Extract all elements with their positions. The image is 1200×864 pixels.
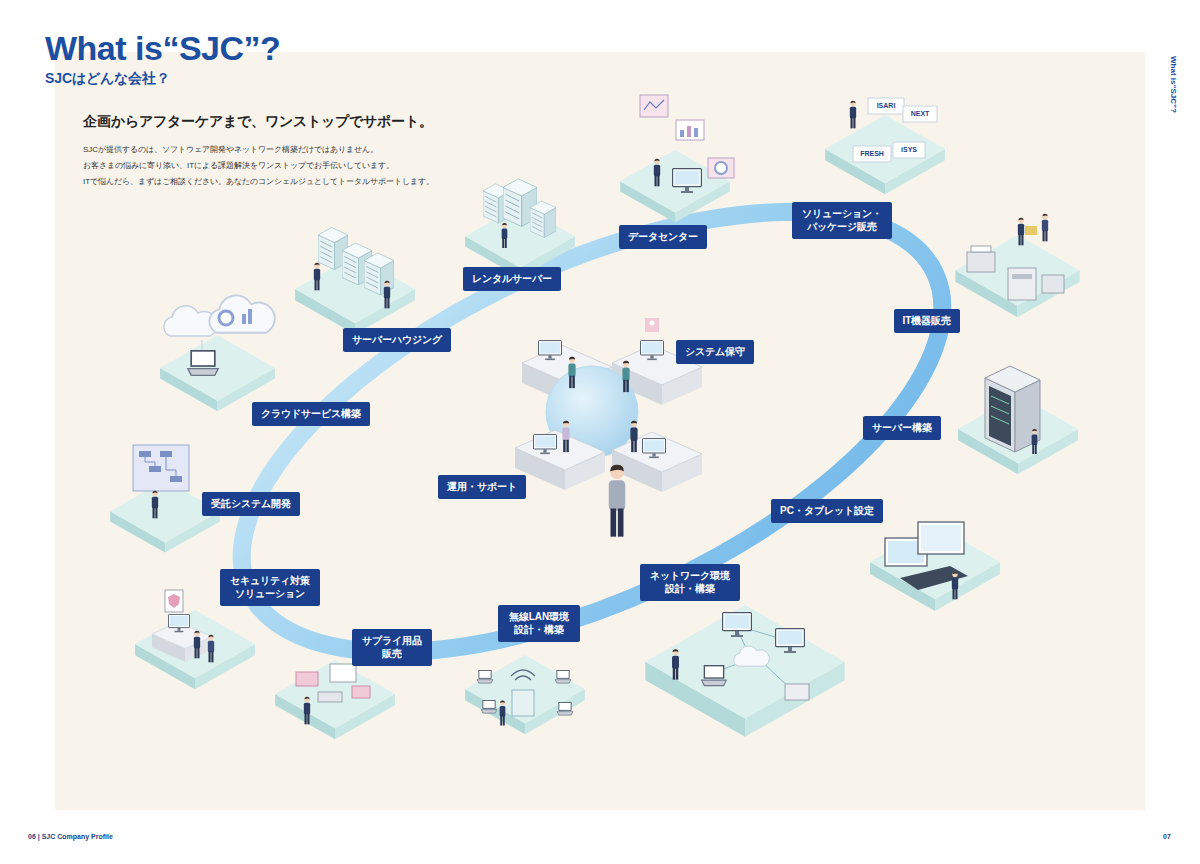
service-label-text: サーバーハウジング: [352, 333, 442, 347]
service-label: サプライ用品 販売: [352, 629, 432, 666]
body-text: お客さまの悩みに寄り添い、ITによる課題解決をワンストップでお手伝いしています。: [83, 161, 394, 171]
body-text: ITで悩んだら、まずはご相談ください。あなたのコンシェルジュとしてトータルサポー…: [83, 177, 434, 187]
service-label-text: ネットワーク環境 設計・構築: [649, 569, 731, 596]
housing-illustration: [295, 228, 415, 335]
service-label-text: クラウドサービス構築: [261, 407, 361, 421]
package-illustration: [825, 98, 945, 194]
service-label-text: 受託システム開発: [211, 497, 291, 511]
service-label-text: サーバー構築: [872, 421, 932, 435]
service-label: IT機器販売: [894, 309, 961, 333]
product-sign: NEXT: [911, 110, 930, 118]
lead-heading: 企画からアフターケアまで、ワンストップでサポート。: [83, 114, 433, 130]
service-label: PC・タブレット設定: [771, 499, 883, 523]
service-label: クラウドサービス構築: [252, 402, 370, 426]
service-label: ソリューション・ パッケージ販売: [792, 202, 892, 239]
service-label: セキュリティ対策 ソリューション: [220, 569, 320, 606]
supply-illustration: [275, 660, 395, 739]
service-label-text: IT機器販売: [903, 314, 952, 328]
product-sign: ISARI: [877, 102, 896, 110]
service-label: サーバーハウジング: [343, 328, 451, 352]
product-sign: FRESH: [860, 150, 884, 158]
body-text: SJCが提供するのは、ソフトウェア開発やネットワーク構築だけではありません。: [83, 145, 378, 155]
office-illustration: [515, 318, 702, 537]
network-illustration: [645, 605, 844, 737]
service-label: システム保守: [676, 340, 754, 364]
it-equipment-illustration: [955, 214, 1079, 318]
subtitle: SJCはどんな会社？: [45, 70, 170, 87]
service-label: レンタルサーバー: [463, 267, 561, 291]
pc-illustration: [870, 522, 1000, 611]
service-label-text: PC・タブレット設定: [780, 504, 874, 518]
service-ring: [178, 121, 1005, 743]
page-number: 07: [1163, 833, 1171, 841]
service-label-text: 運用・サポート: [447, 480, 517, 494]
service-label: 受託システム開発: [202, 492, 300, 516]
server-build-illustration: [958, 366, 1078, 474]
service-label: 運用・サポート: [438, 475, 526, 499]
service-label-text: セキュリティ対策 ソリューション: [229, 574, 311, 601]
analytics-illustration: [620, 95, 734, 223]
service-label-text: ソリューション・ パッケージ販売: [801, 207, 883, 234]
service-label: データセンター: [619, 225, 707, 249]
page-footer: 06 | SJC Company Profile: [28, 833, 113, 841]
side-title: What is“SJC”?: [1168, 56, 1178, 113]
service-label-text: サプライ用品 販売: [361, 634, 423, 661]
service-label-text: レンタルサーバー: [472, 272, 552, 286]
service-label: ネットワーク環境 設計・構築: [640, 564, 740, 601]
service-label-text: データセンター: [628, 230, 698, 244]
service-label-text: 無線LAN環境 設計・構築: [507, 610, 571, 637]
service-label-text: システム保守: [685, 345, 745, 359]
wireless-illustration: [465, 655, 585, 734]
product-sign: iSYS: [901, 146, 917, 154]
cloud-illustration: [160, 295, 275, 411]
page-title: What is“SJC”?: [45, 30, 280, 67]
service-label: 無線LAN環境 設計・構築: [498, 605, 580, 642]
panel: [55, 52, 1145, 810]
service-label: サーバー構築: [863, 416, 941, 440]
rental-server-illustration: [465, 179, 575, 278]
